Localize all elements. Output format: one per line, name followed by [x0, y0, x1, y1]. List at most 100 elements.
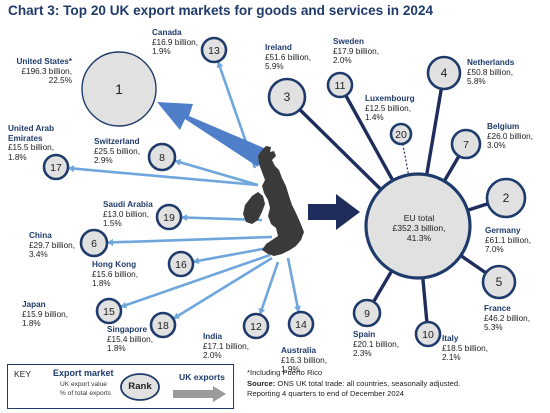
bubble-rank-17: 17 — [50, 162, 62, 174]
market-label-6: China£29.7 billion,3.4% — [29, 231, 75, 260]
connector-uk-17 — [67, 166, 259, 187]
bubble-14 — [287, 310, 315, 338]
key-exports-arrow — [173, 386, 226, 402]
key-rank-bubble — [120, 373, 160, 401]
bubble-3 — [267, 77, 307, 117]
connector-eu-11 — [344, 94, 395, 182]
bubble-16 — [167, 250, 195, 278]
connector-uk-15 — [119, 253, 271, 309]
market-label-11: Sweden£17.9 billion,2.0% — [333, 37, 379, 66]
key-value-line: UK export value — [60, 381, 107, 388]
market-label-8: Switzerland£25.5 billion,2.9% — [94, 137, 140, 166]
bubble-6 — [79, 228, 109, 258]
bubble-rank-20: 20 — [395, 129, 407, 141]
bubble-rank-18: 18 — [157, 320, 169, 332]
key-share-line: % of total exports — [60, 390, 111, 397]
bubble-11 — [326, 71, 354, 99]
key-uk-exports: UK exports — [179, 372, 225, 382]
connector-uk-18 — [172, 256, 273, 320]
market-label-13: Canada£16.9 billion,1.9% — [152, 28, 198, 57]
bubble-rank-9: 9 — [364, 308, 370, 320]
bubble-13 — [200, 36, 228, 64]
footnote: *Including Puerto Rico — [247, 368, 323, 377]
connector-head-17 — [67, 165, 75, 173]
connector-head-18 — [173, 312, 181, 319]
arrow-to-eu — [308, 194, 360, 230]
bubble-rank-11: 11 — [335, 80, 346, 92]
market-label-18: Singapore£15.4 billion,1.8% — [107, 325, 153, 354]
uk-ireland — [243, 192, 265, 224]
bubble-rank-16: 16 — [175, 259, 187, 271]
bubble-rank-12: 12 — [250, 321, 262, 333]
market-label-16: Hong Kong£15.6 billion,1.8% — [92, 260, 138, 289]
bubble-rank-4: 4 — [441, 66, 448, 80]
connector-eu-7 — [442, 155, 461, 182]
bubble-rank-5: 5 — [496, 275, 503, 289]
market-label-15: Japan£15.9 billion,1.8% — [22, 300, 68, 329]
chart-title: Chart 3: Top 20 UK export markets for go… — [8, 3, 434, 18]
bubble-rank-7: 7 — [463, 139, 469, 151]
eu-total-label: EU total£352.3 billion,41.3% — [392, 213, 446, 243]
market-label-7: Belgium£26.0 billion,3.0% — [487, 122, 533, 151]
legend-key: KEY Export market UK export value % of t… — [7, 364, 234, 409]
market-label-2: Germany£61.1 billion,7.0% — [485, 226, 531, 255]
connector-uk-8 — [174, 159, 259, 187]
uk-great-britain — [258, 146, 304, 256]
bubble-rank-8: 8 — [159, 152, 165, 164]
connector-eu-10 — [421, 277, 429, 323]
connector-head-19 — [180, 214, 188, 222]
connector-head-13 — [216, 61, 224, 69]
connector-eu-3 — [298, 108, 383, 191]
market-label-4: Netherlands£50.8 billion,5.8% — [467, 58, 515, 87]
connector-uk-16 — [192, 246, 269, 264]
bubble-10 — [414, 320, 442, 348]
bubble-9 — [352, 298, 382, 328]
connector-head-14 — [294, 305, 301, 313]
market-label-12: India£17.1 billion,2.0% — [203, 332, 249, 361]
bubble-rank-14: 14 — [295, 319, 307, 331]
arrow-layer — [157, 102, 360, 230]
bubble-18 — [149, 311, 177, 339]
key-rank: Rank — [128, 381, 152, 392]
market-label-3: Ireland£51.6 billion,5.9% — [265, 43, 311, 72]
market-label-20: Luxembourg£12.5 billion,1.4% — [365, 94, 415, 123]
bubble-20 — [389, 122, 413, 146]
bubble-rank-13: 13 — [208, 45, 220, 57]
bubble-rank-1: 1 — [115, 81, 123, 97]
connector-eu-5 — [459, 254, 487, 275]
bubble-19 — [155, 203, 183, 231]
eu-total-bubble — [364, 172, 472, 280]
bubble-rank-6: 6 — [91, 238, 97, 250]
bubble-2 — [485, 177, 527, 219]
key-title: KEY — [14, 369, 32, 379]
market-label-5: France£46.2 billion,5.3% — [484, 304, 530, 333]
bubble-rank-19: 19 — [163, 212, 175, 224]
connector-uk-14 — [286, 257, 300, 313]
bubble-15 — [95, 297, 123, 325]
connector-eu-2 — [467, 202, 489, 212]
market-label-1: United States*£196.3 billion,22.5% — [16, 57, 72, 86]
connector-head-16 — [192, 257, 200, 265]
notes: *Including Puerto Rico Source: ONS UK to… — [247, 368, 460, 400]
market-label-14: Australia£16.3 billion,1.9% — [281, 346, 327, 375]
bubble-rank-15: 15 — [103, 306, 115, 318]
connector-head-15 — [120, 301, 128, 309]
bubble-5 — [481, 264, 517, 300]
market-label-10: Italy£18.5 billion,2.1% — [442, 334, 488, 363]
bubble-12 — [242, 312, 270, 340]
period-line: Reporting 4 quarters to end of December … — [247, 389, 405, 399]
bubble-17 — [42, 153, 70, 181]
bubble-rank-10: 10 — [422, 329, 434, 341]
connector-head-8 — [174, 158, 182, 166]
bubble-rank-2: 2 — [503, 191, 510, 205]
bubble-rank-3: 3 — [284, 90, 291, 104]
uk-map — [243, 146, 304, 256]
bubble-7 — [450, 128, 482, 160]
market-label-17: United Arab Emirates£15.5 billion,1.8% — [8, 124, 55, 162]
connector-head-6 — [106, 238, 114, 246]
connector-eu-9 — [372, 270, 394, 303]
key-graphics — [120, 373, 226, 402]
